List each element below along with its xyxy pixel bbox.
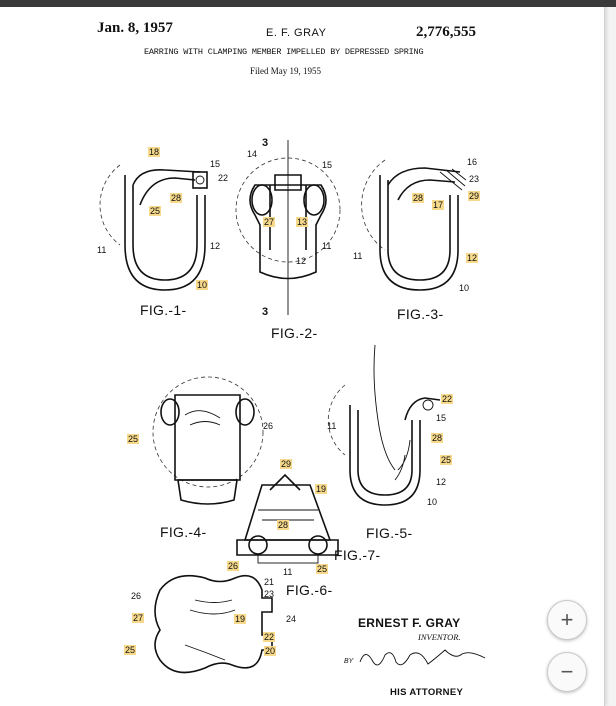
zoom-in-button[interactable]: + xyxy=(547,600,587,640)
ref-numeral: 22 xyxy=(263,632,276,642)
ref-numeral: 16 xyxy=(467,157,478,167)
ref-numeral: 23 xyxy=(264,589,275,599)
ref-numeral: 14 xyxy=(247,149,258,159)
ref-numeral: 15 xyxy=(322,160,333,170)
ref-numeral: 12 xyxy=(210,241,221,251)
ref-numeral: 25 xyxy=(316,564,329,574)
ref-numeral: 21 xyxy=(264,577,275,587)
fig1-label: FIG.-1- xyxy=(140,302,187,318)
fig4-label: FIG.-4- xyxy=(160,524,207,540)
ref-numeral: 19 xyxy=(315,484,328,494)
plus-icon: + xyxy=(560,607,574,632)
zoom-out-button[interactable]: − xyxy=(547,652,587,692)
ref-numeral: 20 xyxy=(264,646,277,656)
ref-numeral: 11 xyxy=(97,245,107,255)
fig2-label: FIG.-2- xyxy=(271,325,318,341)
ref-numeral: 28 xyxy=(170,193,183,203)
ref-numeral: 11 xyxy=(322,241,332,251)
inventor-header: E. F. GRAY xyxy=(266,27,327,39)
fig5-label: FIG.-5- xyxy=(366,525,413,541)
patent-date: Jan. 8, 1957 xyxy=(97,20,173,36)
ref-numeral: 28 xyxy=(431,433,444,443)
fig5-drawing xyxy=(327,344,441,506)
ref-numeral: 15 xyxy=(210,159,221,169)
fig4-drawing xyxy=(152,376,264,505)
fig3-drawing xyxy=(361,159,467,291)
ref-numeral: 26 xyxy=(131,591,142,601)
patent-number: 2,776,555 xyxy=(416,24,476,40)
attorney-label: HIS ATTORNEY xyxy=(390,687,464,698)
inventor-name: ERNEST F. GRAY xyxy=(358,616,461,630)
fig6-label: FIG.-6- xyxy=(286,582,333,598)
ref-numeral: 25 xyxy=(127,434,140,444)
minus-icon: − xyxy=(560,659,574,684)
ref-numeral: 11 xyxy=(353,251,363,261)
section-mark-top: 3 xyxy=(262,137,269,149)
ref-numeral: 25 xyxy=(149,206,162,216)
ref-numeral: 22 xyxy=(218,173,229,183)
ref-numeral: 27 xyxy=(263,217,276,227)
top-bar xyxy=(0,0,616,7)
ref-numeral: 10 xyxy=(459,283,470,293)
fig6-drawing xyxy=(236,473,339,564)
ref-numeral: 12 xyxy=(436,477,447,487)
ref-numeral: 25 xyxy=(124,645,137,655)
ref-numeral: 29 xyxy=(280,459,293,469)
ref-numeral: 13 xyxy=(296,217,309,227)
ref-numeral: 17 xyxy=(432,200,445,210)
ref-numeral: 12 xyxy=(296,256,307,266)
fig2-drawing xyxy=(235,140,341,315)
fig7-label: FIG.-7- xyxy=(334,547,381,563)
signature-by: BY xyxy=(344,658,354,665)
ref-numeral: 24 xyxy=(286,614,297,624)
ref-numeral: 11 xyxy=(327,421,337,431)
section-mark-bottom: 3 xyxy=(262,306,269,318)
ref-numeral: 10 xyxy=(196,280,209,290)
ref-numeral: 15 xyxy=(436,413,447,423)
ref-numeral: 10 xyxy=(427,497,438,507)
fig3-label: FIG.-3- xyxy=(397,306,444,322)
ref-numeral: 27 xyxy=(132,613,145,623)
patent-title: EARRING WITH CLAMPING MEMBER IMPELLED BY… xyxy=(144,47,424,57)
ref-numeral: 29 xyxy=(468,191,481,201)
ref-numeral: 18 xyxy=(148,147,161,157)
ref-numeral: 22 xyxy=(441,394,454,404)
signature-scribble xyxy=(359,649,486,666)
inventor-role: INVENTOR. xyxy=(418,632,461,642)
ref-numeral: 12 xyxy=(466,253,479,263)
fig1-drawing xyxy=(99,164,208,291)
ref-numeral: 11 xyxy=(283,567,293,577)
ref-numeral: 26 xyxy=(263,421,274,431)
fig7-drawing xyxy=(154,574,273,674)
ref-numeral: 19 xyxy=(234,614,247,624)
ref-numeral: 26 xyxy=(227,561,240,571)
ref-numeral: 25 xyxy=(440,455,453,465)
filed-date: Filed May 19, 1955 xyxy=(250,66,321,76)
ref-numeral: 28 xyxy=(277,520,290,530)
ref-numeral: 23 xyxy=(469,174,480,184)
ref-numeral: 28 xyxy=(412,193,425,203)
